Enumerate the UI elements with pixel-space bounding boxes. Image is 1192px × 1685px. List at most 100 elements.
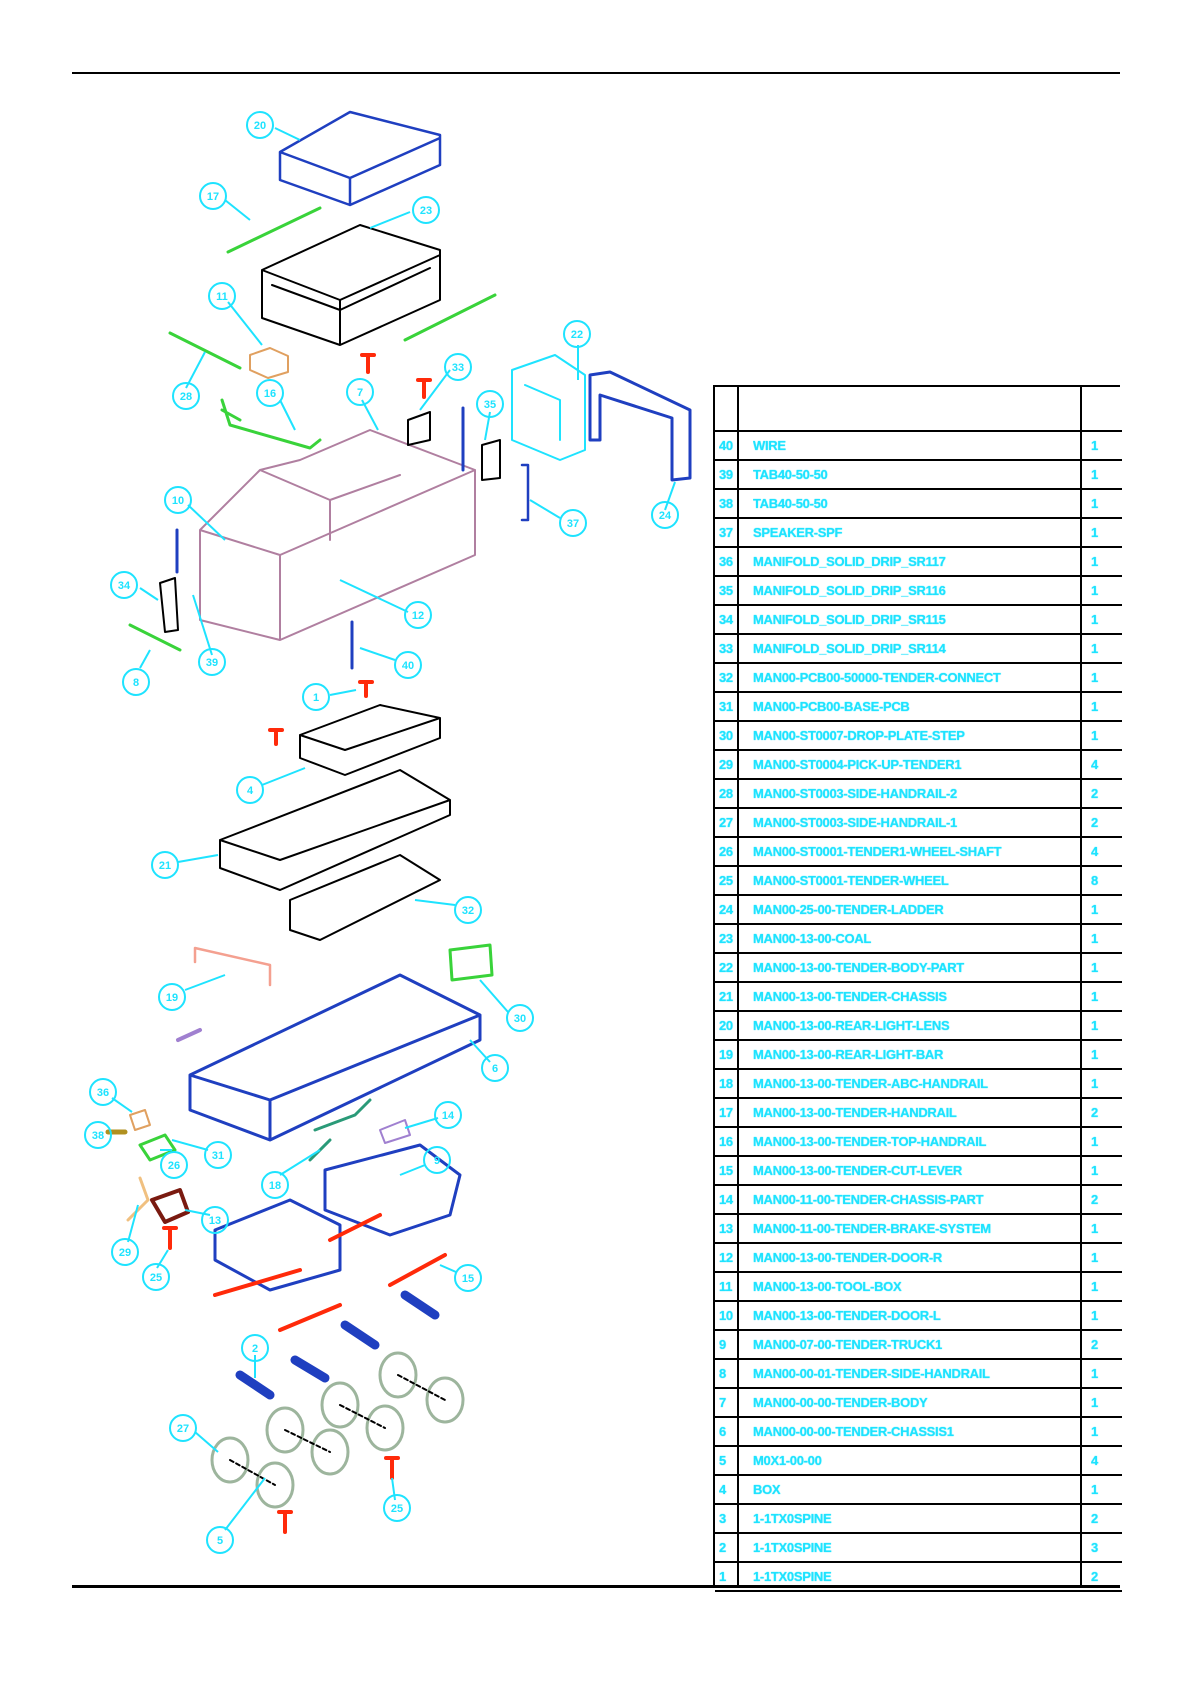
bom-item-number: 29	[719, 757, 733, 772]
bom-quantity: 2	[1091, 786, 1098, 801]
callout-rear-frame	[651, 481, 679, 529]
bom-quantity: 8	[1091, 873, 1098, 888]
bom-part-name: MAN00-00-01-TENDER-SIDE-HANDRAIL	[753, 1366, 990, 1381]
bom-part-name: MAN00-13-00-TENDER-HANDRAIL	[753, 1105, 957, 1120]
bom-part-name: MAN00-13-00-TENDER-TOP-HANDRAIL	[753, 1134, 987, 1149]
callout-label: 34	[118, 580, 131, 592]
callout-label: 4	[247, 785, 254, 797]
bom-item-number: 18	[719, 1076, 733, 1091]
bom-part-name: MAN00-13-00-TENDER-DOOR-L	[753, 1308, 941, 1323]
callout-screw-5	[383, 1477, 411, 1522]
bom-part-name: BOX	[753, 1482, 781, 1497]
bom-item-number: 31	[719, 699, 733, 714]
bom-part-name: MAN00-ST0003-SIDE-HANDRAIL-2	[753, 786, 957, 801]
callout-label: 9	[434, 1155, 440, 1167]
bom-item-number: 5	[719, 1453, 726, 1468]
bom-item-number: 10	[719, 1308, 733, 1323]
bom-item-number: 26	[719, 844, 733, 859]
callout-label: 27	[177, 1423, 189, 1435]
callout-body	[346, 378, 379, 431]
top-handrail-part	[226, 206, 322, 254]
callout-cut-lever	[171, 1139, 232, 1169]
bom-quantity: 1	[1091, 1366, 1098, 1381]
bom-item-number: 40	[719, 438, 733, 453]
callout-label: 28	[180, 391, 192, 403]
callout-label: 2	[252, 1343, 258, 1355]
callout-plate	[261, 1149, 321, 1199]
callout-wheel-2	[206, 1477, 266, 1554]
bom-quantity: 3	[1091, 1540, 1098, 1555]
green-clip-part	[138, 1133, 177, 1162]
callout-coal-top	[369, 196, 440, 229]
bom-part-name: M0X1-00-00	[753, 1453, 822, 1468]
bom-quantity: 1	[1091, 960, 1098, 975]
bom-part-name: MAN00-00-00-TENDER-BODY	[753, 1395, 928, 1410]
callout-label: 7	[357, 387, 363, 399]
bom-divider-item	[737, 387, 739, 1585]
callout-clip	[160, 1149, 188, 1179]
bom-quantity: 1	[1091, 1047, 1098, 1062]
callout-label: 18	[269, 1180, 281, 1192]
bom-quantity: 1	[1091, 902, 1098, 917]
callout-rearbar	[158, 974, 226, 1011]
bom-quantity: 1	[1091, 728, 1098, 743]
bom-quantity: 1	[1091, 989, 1098, 1004]
top-border-rule	[72, 72, 1120, 74]
bom-quantity: 1	[1091, 583, 1098, 598]
callout-red-1	[439, 1264, 482, 1292]
callout-label: 29	[119, 1247, 131, 1259]
bom-quantity: 1	[1091, 1279, 1098, 1294]
brake-part-2	[328, 1213, 382, 1242]
bom-part-name: MAN00-13-00-TENDER-CHASSIS	[753, 989, 947, 1004]
pcb-part	[299, 704, 441, 776]
bom-part-name: TAB40-50-50	[753, 496, 828, 511]
brake-part-1	[213, 1268, 302, 1297]
shaft-parts	[235, 1290, 440, 1400]
bom-quantity: 1	[1091, 525, 1098, 540]
bom-quantity: 1	[1091, 1076, 1098, 1091]
bom-quantity: 1	[1091, 1424, 1098, 1439]
bom-part-name: MAN00-ST0004-PICK-UP-TENDER1	[753, 757, 962, 772]
bom-item-number: 32	[719, 670, 733, 685]
bom-item-number: 12	[719, 1250, 733, 1265]
callout-shaft	[241, 1334, 269, 1378]
bom-quantity: 1	[1091, 1395, 1098, 1410]
bom-quantity: 1	[1091, 1482, 1098, 1497]
bom-quantity: 2	[1091, 815, 1098, 830]
callout-label: 22	[571, 329, 583, 341]
callout-label: 8	[133, 677, 139, 689]
callout-step	[479, 979, 534, 1032]
bom-quantity: 1	[1091, 931, 1098, 946]
tool-box-part	[249, 347, 289, 379]
door-left-part	[159, 577, 179, 633]
manifold-part	[481, 439, 501, 481]
callout-labels: 20 17 23 11 28 16 7 33 35 22 24 37 10 34…	[92, 120, 672, 1547]
callout-label: 20	[254, 120, 266, 132]
bom-item-number: 1	[719, 1569, 726, 1584]
low-handrail-part	[128, 623, 182, 652]
bom-quantity: 2	[1091, 1511, 1098, 1526]
callout-handrail-top	[199, 182, 251, 221]
callout-label: 15	[462, 1273, 474, 1285]
bom-part-name: MAN00-13-00-TENDER-CUT-LEVER	[753, 1163, 963, 1178]
screw-parts	[162, 353, 432, 1534]
callout-label: 11	[216, 291, 228, 303]
bom-item-number: 34	[719, 612, 733, 627]
tender-body-part	[199, 429, 476, 641]
